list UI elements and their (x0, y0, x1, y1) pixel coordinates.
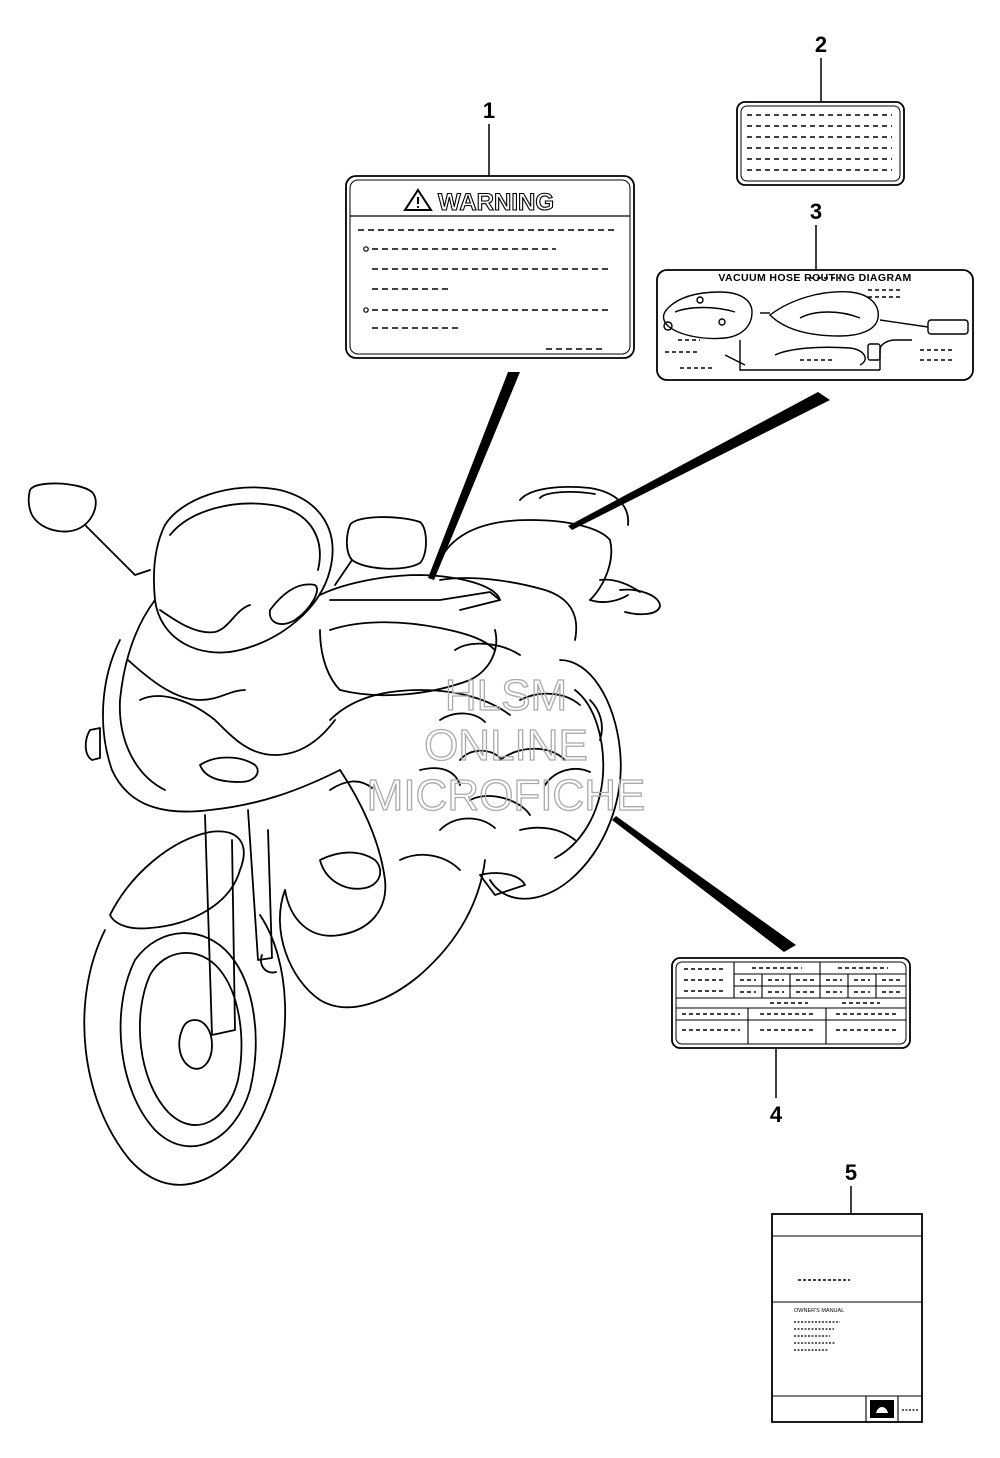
manual-subtitle: OWNER'S MANUAL (794, 1308, 844, 1314)
pointer-label-1 (428, 372, 520, 580)
watermark-line-2: ONLINE (424, 721, 588, 770)
hose-routing-drawing (662, 291, 969, 371)
pointer-label-4 (612, 816, 796, 952)
fairing (84, 486, 511, 1009)
mirrors (27, 482, 427, 586)
watermark-line-3: MICROFICHE (367, 771, 646, 820)
callout-number-5: 5 (845, 1160, 857, 1185)
callout-number-3: 3 (810, 199, 822, 224)
callout-pointers (428, 372, 830, 952)
callout-numbers: 1 2 3 4 5 (483, 32, 857, 1214)
manufacturer-logo-icon (870, 1400, 894, 1418)
callout-number-4: 4 (770, 1102, 783, 1127)
warning-title: WARNING (438, 189, 554, 216)
vacuum-title: VACUUM HOSE ROUTING DIAGRAM (718, 272, 911, 284)
spec-table-label (671, 957, 911, 1049)
warning-triangle-icon (403, 188, 433, 211)
watermark: HLSM ONLINE MICROFICHE (366, 670, 646, 820)
info-label-2 (736, 101, 905, 186)
warning-label: WARNING (345, 175, 635, 359)
callout-number-1: 1 (483, 98, 495, 123)
watermark-line-1: HLSM (445, 671, 567, 720)
pointer-label-3 (568, 392, 830, 530)
owners-manual: OWNER'S MANUAL (771, 1213, 923, 1423)
tank-and-seat (269, 486, 661, 697)
front-fork (109, 809, 277, 1036)
vacuum-hose-label: VACUUM HOSE ROUTING DIAGRAM (656, 269, 974, 381)
motorcycle-illustration (27, 482, 661, 1186)
callout-number-2: 2 (815, 32, 827, 57)
rear-wheel (419, 659, 622, 900)
